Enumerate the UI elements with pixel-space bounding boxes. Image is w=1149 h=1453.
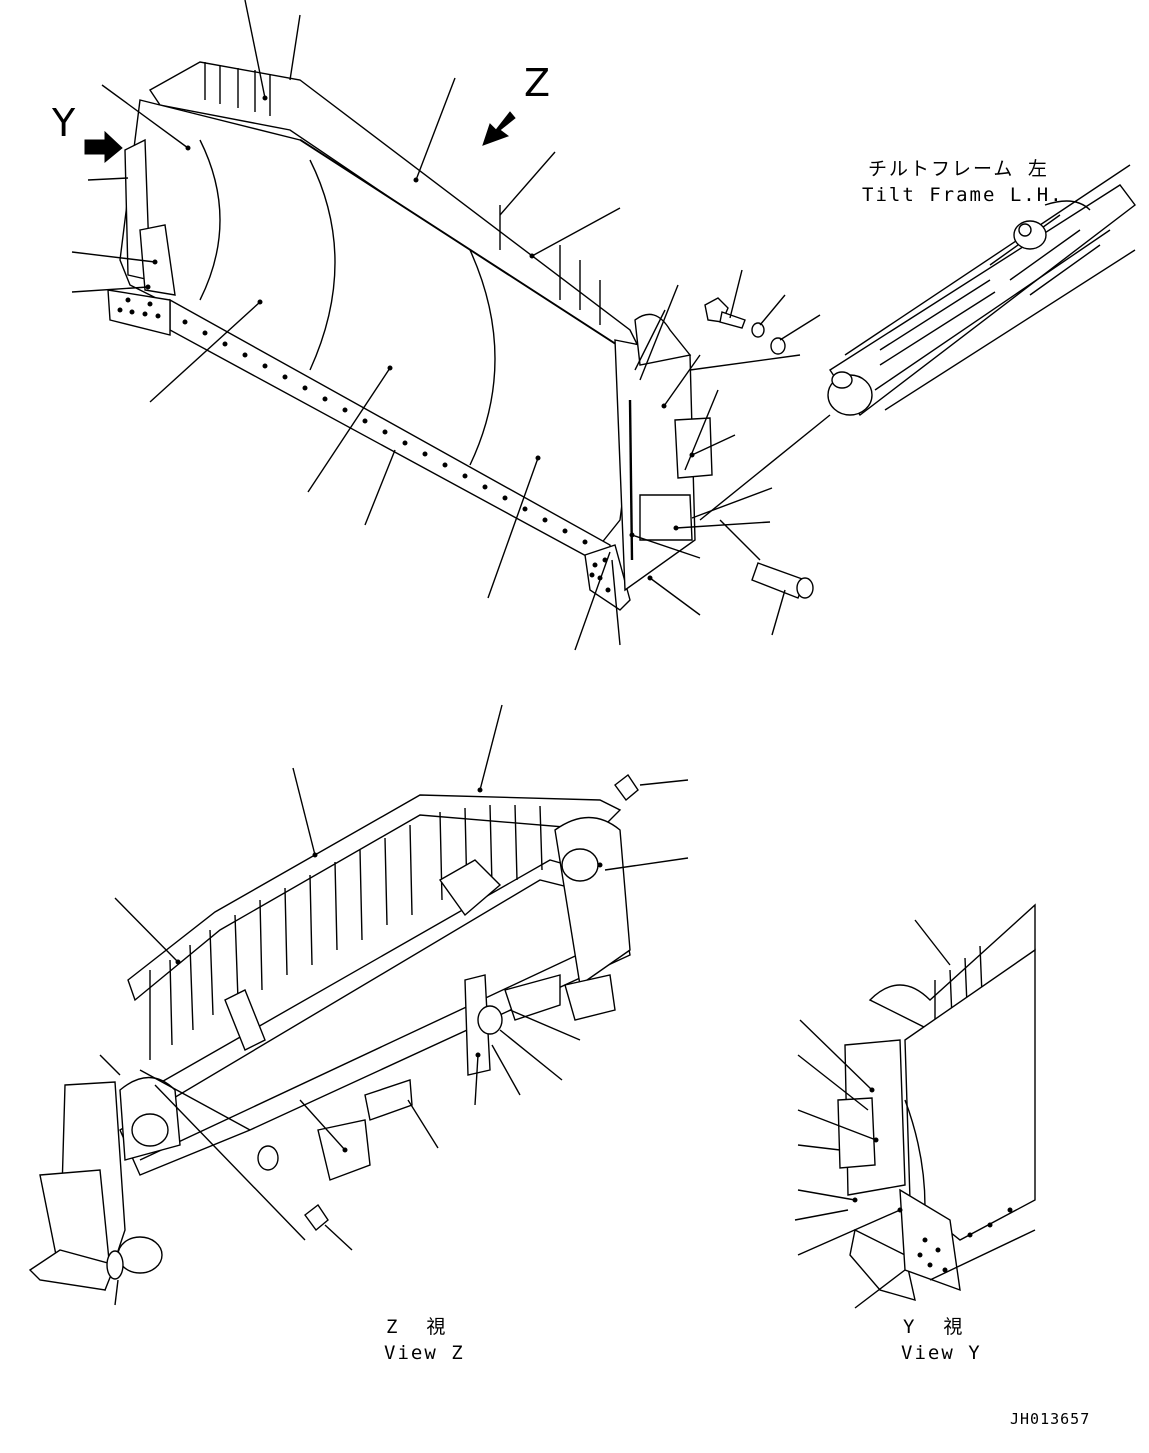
- drawing-number: JH013657: [1010, 1410, 1091, 1428]
- arrow-y-icon: [84, 130, 123, 164]
- arrow-z-label: Z: [524, 61, 551, 105]
- view-z-label-en: View Z: [384, 1342, 465, 1364]
- tilt-frame-lh: [827, 164, 1136, 417]
- main-blade: [71, 0, 773, 651]
- mounting-hardware: [689, 269, 831, 636]
- view-z-drawing: [28, 704, 689, 1306]
- view-z-label-jp: Z 視: [386, 1316, 448, 1338]
- arrow-z-icon: [482, 111, 516, 146]
- view-y-label-jp: Y 視: [903, 1316, 965, 1338]
- view-y-label-en: View Y: [901, 1342, 982, 1364]
- view-y-drawing: [794, 903, 1036, 1309]
- arrow-y-label: Y: [52, 101, 76, 145]
- tilt-frame-label-jp: チルトフレーム 左: [868, 158, 1049, 180]
- tilt-frame-label-en: Tilt Frame L.H.: [862, 184, 1064, 206]
